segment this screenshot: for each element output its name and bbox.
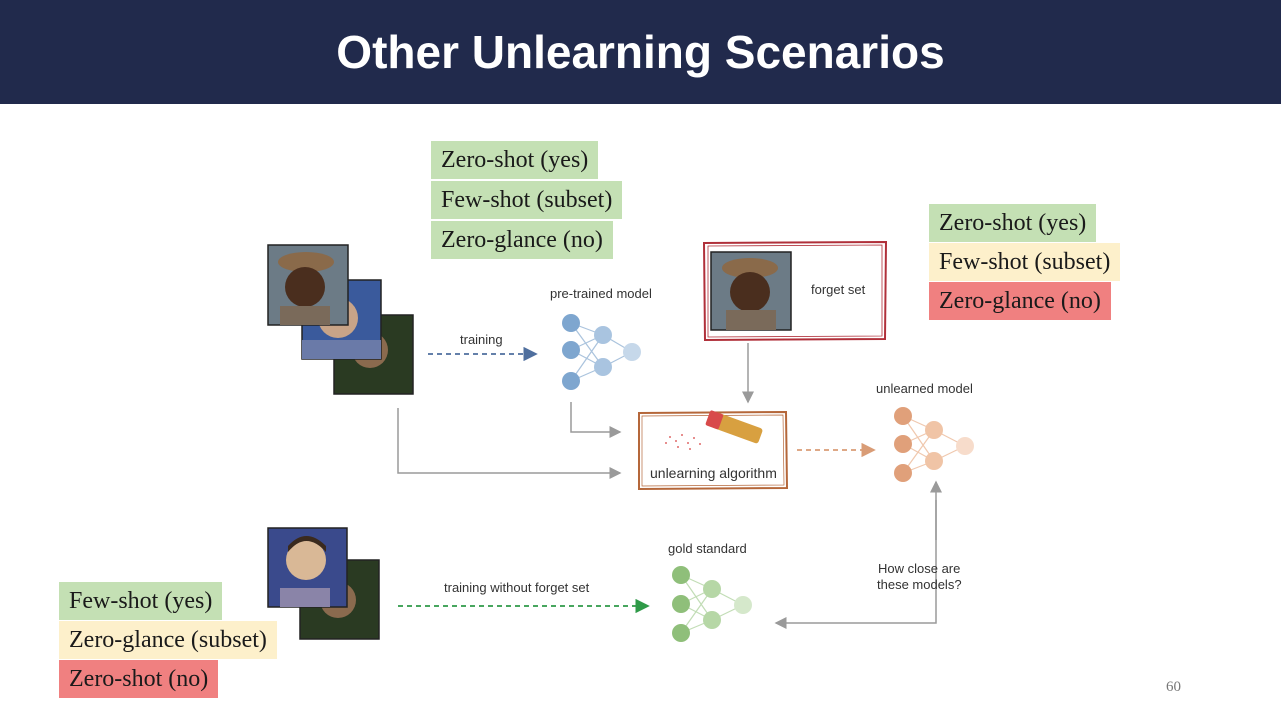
pretrained-model-network <box>562 314 641 390</box>
unlearned-model-network <box>894 407 974 482</box>
pretrained-model-label: pre-trained model <box>550 286 652 301</box>
retain-images-stack <box>267 527 380 640</box>
tag-bottom-left-zero-shot: Zero-shot (no) <box>59 660 219 698</box>
tag-top-left-few-shot: Few-shot (subset) <box>431 181 623 219</box>
pretrained-to-algorithm-arrow <box>570 402 622 438</box>
tag-top-right-few-shot: Few-shot (subset) <box>929 243 1121 281</box>
training-images-stack <box>267 244 414 395</box>
eraser-icon <box>705 410 763 444</box>
tag-top-left-zero-glance: Zero-glance (no) <box>431 221 613 259</box>
data-to-algorithm-arrow <box>397 408 622 479</box>
question-line-2: these models? <box>877 577 962 592</box>
unlearned-model-label: unlearned model <box>876 381 973 396</box>
tag-bottom-left-zero-glance: Zero-glance (subset) <box>59 621 277 659</box>
title-bar <box>0 0 1281 104</box>
forget-set-box <box>702 240 888 342</box>
gold-standard-network <box>672 566 752 642</box>
unlearning-algorithm-box <box>638 410 789 491</box>
page-number: 60 <box>1166 679 1181 695</box>
tag-top-right-zero-glance: Zero-glance (no) <box>929 282 1111 320</box>
training-label: training <box>460 332 503 347</box>
question-line-1: How close are <box>878 561 961 576</box>
slide-title: Other Unlearning Scenarios <box>336 26 945 78</box>
gold-standard-label: gold standard <box>668 541 747 556</box>
gold-to-unlearned-arrow <box>774 500 937 629</box>
tag-top-right-zero-shot: Zero-shot (yes) <box>929 204 1097 242</box>
tag-bottom-left-few-shot: Few-shot (yes) <box>59 582 223 620</box>
unlearning-algorithm-label: unlearning algorithm <box>650 465 777 481</box>
tag-top-left-zero-shot: Zero-shot (yes) <box>431 141 599 179</box>
forget-set-label: forget set <box>811 282 866 297</box>
training-without-forget-label: training without forget set <box>444 580 590 595</box>
